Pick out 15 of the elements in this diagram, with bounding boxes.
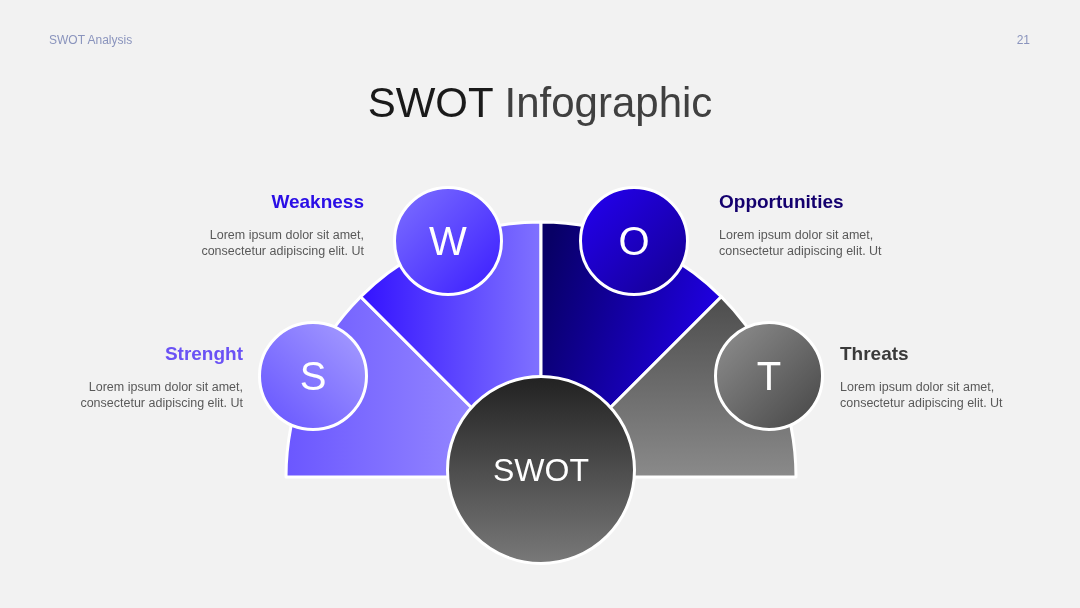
- header-text: SWOT Analysis: [49, 32, 133, 48]
- description-text: Lorem ipsum dolor sit amet, consectetur adipiscing elit. Ut: [840, 379, 1004, 411]
- letter-circle: O: [579, 186, 689, 296]
- letter-circle: S: [258, 321, 368, 431]
- description-text: Lorem ipsum dolor sit amet, consectetur adipiscing elit. Ut: [719, 227, 883, 259]
- section-heading: Strenght: [164, 342, 243, 366]
- page-number: 21: [1016, 32, 1030, 48]
- letter-circle: T: [714, 321, 824, 431]
- section-heading: Weakness: [271, 190, 364, 214]
- description-text: Lorem ipsum dolor sit amet, consectetur adipiscing elit. Ut: [200, 227, 364, 259]
- section-heading: Opportunities: [719, 190, 844, 214]
- letter-circle: W: [393, 186, 503, 296]
- section-heading: Threats: [840, 342, 909, 366]
- description-text: Lorem ipsum dolor sit amet, consectetur adipiscing elit. Ut: [79, 379, 243, 411]
- title: SWOT Infographic: [366, 78, 714, 128]
